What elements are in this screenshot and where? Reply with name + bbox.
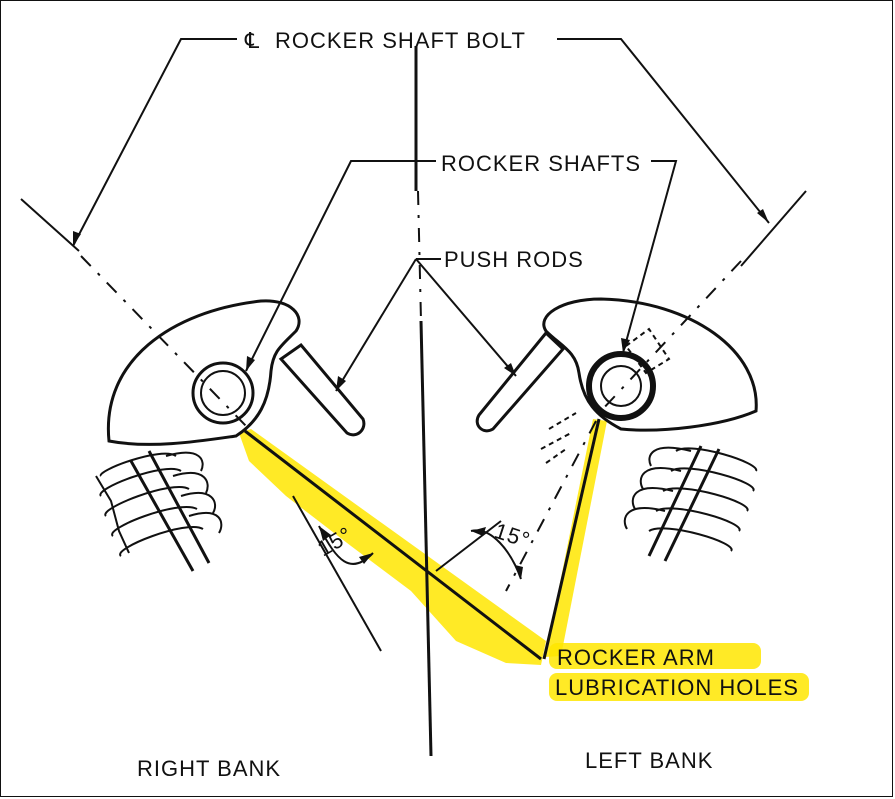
highlight-lube-label-2 bbox=[549, 673, 809, 701]
right-rocker-shaft-inner bbox=[200, 370, 246, 416]
left-angle-arrow-a bbox=[471, 527, 486, 536]
right-lube-line bbox=[244, 429, 542, 661]
left-bank-label: LEFT BANK bbox=[585, 748, 713, 773]
rocker-shaft-bolt-label: ROCKER SHAFT BOLT bbox=[275, 28, 526, 53]
right-angle-arrow-b bbox=[359, 553, 373, 564]
left-valve-spring bbox=[623, 445, 758, 562]
right-rocker-shaft-outer bbox=[191, 361, 255, 425]
left-rocker-arm bbox=[542, 297, 758, 432]
highlight-left-lube-line bbox=[545, 419, 607, 657]
left-lube-line bbox=[542, 418, 601, 660]
left-angle-arrow-b bbox=[515, 565, 523, 579]
right-bank-centerline bbox=[80, 255, 247, 427]
bolt-tick-right bbox=[740, 190, 807, 267]
highlight-lube-label bbox=[549, 643, 761, 669]
bolt-leader-right bbox=[557, 38, 770, 224]
right-push-rod bbox=[278, 342, 366, 437]
center-vertical-dash bbox=[417, 190, 422, 322]
lube-holes-label-2: LUBRICATION HOLES bbox=[555, 675, 799, 700]
highlight-right-lube-line bbox=[239, 429, 546, 665]
left-bolt-dashed bbox=[624, 327, 671, 375]
right-angle-line bbox=[292, 495, 382, 652]
center-vertical-line-lower bbox=[419, 320, 433, 757]
angle-label-left: 15° bbox=[491, 518, 533, 553]
pushrods-leader-right bbox=[415, 258, 517, 377]
left-bank-centerline-lower bbox=[505, 420, 597, 592]
shafts-leader-left bbox=[245, 160, 436, 372]
bolt-leader-left bbox=[72, 38, 237, 247]
bolt-arrow-left bbox=[73, 231, 81, 246]
centerline-symbol: ℄ bbox=[244, 28, 260, 53]
right-rocker-arm bbox=[106, 299, 301, 446]
bolt-arrow-right bbox=[757, 209, 769, 223]
left-angle-line bbox=[435, 520, 502, 572]
left-rocker-shaft-inner bbox=[600, 365, 642, 407]
right-valve-spring bbox=[95, 450, 223, 572]
pushrods-leader-left bbox=[335, 258, 417, 392]
lube-holes-label-1: ROCKER ARM bbox=[557, 645, 715, 670]
rocker-shafts-label: ROCKER SHAFTS bbox=[441, 151, 641, 176]
right-angle-arrow-a bbox=[319, 526, 331, 541]
shafts-leader-right bbox=[622, 160, 678, 354]
shafts-arrow-left bbox=[246, 356, 255, 371]
push-rods-label: PUSH RODS bbox=[444, 247, 584, 272]
shafts-arrow-right bbox=[621, 338, 630, 353]
left-rocker-shaft-outer bbox=[586, 351, 656, 421]
pushrods-arrow-left bbox=[336, 376, 346, 391]
left-bolt-lower-dashed bbox=[540, 412, 577, 464]
right-bank-label: RIGHT BANK bbox=[137, 756, 281, 781]
bolt-tick-left bbox=[20, 198, 80, 252]
left-push-rod bbox=[475, 330, 566, 433]
